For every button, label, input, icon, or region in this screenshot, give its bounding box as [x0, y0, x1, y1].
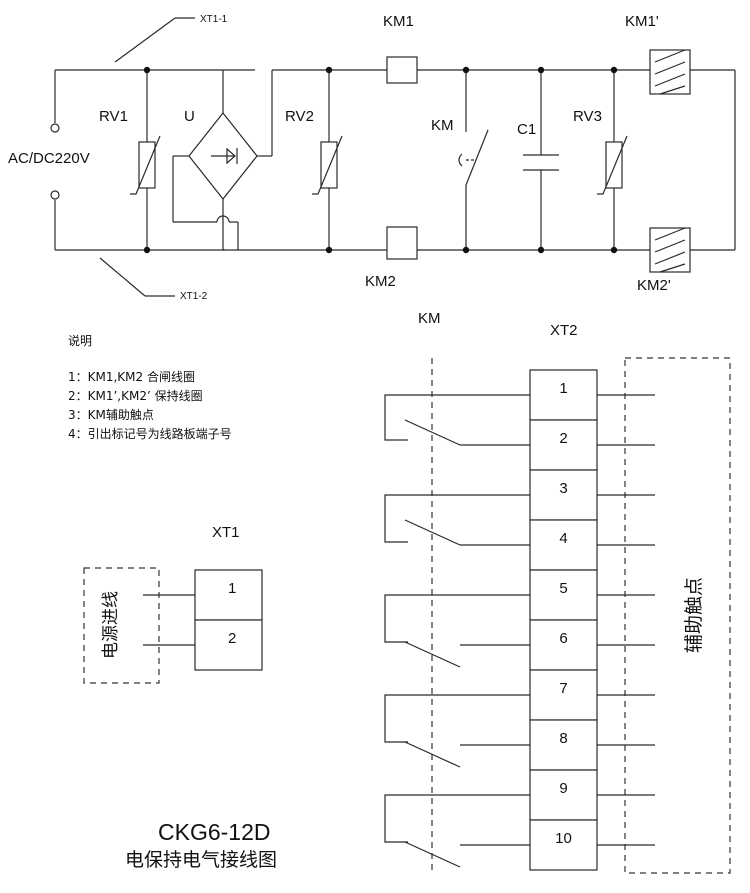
xt2-terminal-label-6: 6	[559, 630, 567, 647]
xt2-terminal-6	[529, 619, 598, 671]
xt2-title: XT2	[550, 322, 578, 339]
xt2-terminal-7	[529, 669, 598, 721]
note-item-2: 2：KM1’,KM2’ 保持线圈	[68, 388, 203, 403]
label-km2p: KM2'	[637, 277, 671, 294]
notes-title: 说明	[68, 333, 92, 348]
main-circuit: XT1-1 XT1-2 KM1 KM1' KM2 KM2' RV1 U RV2 …	[8, 13, 736, 302]
footer-subtitle: 电保持电气接线图	[125, 849, 277, 871]
note-item-4: 4：引出标记号为线路板端子号	[68, 426, 232, 441]
xt2-block: KM XT2 辅助触点 1 2 3 4 5 6 7 8 9 10	[384, 310, 731, 874]
xt2-terminal-label-4: 4	[559, 530, 567, 547]
xt2-group-label: 辅助触点	[683, 577, 705, 653]
xt2-terminal-label-3: 3	[559, 480, 567, 497]
terminal-bottom-icon	[50, 190, 60, 200]
label-u: U	[184, 108, 195, 125]
footer-model: CKG6-12D	[158, 819, 270, 845]
note-item-3: 3：KM辅助触点	[68, 408, 154, 422]
label-rv1: RV1	[99, 108, 128, 125]
xt2-terminal-3	[529, 469, 598, 521]
label-supply: AC/DC220V	[8, 150, 90, 167]
xt2-terminal-label-2: 2	[559, 430, 567, 447]
xt1-title: XT1	[212, 524, 240, 541]
xt1-terminal-2	[194, 619, 263, 671]
label-xt1-1: XT1-1	[200, 14, 228, 25]
label-km2: KM2	[365, 273, 396, 290]
xt2-terminal-label-1: 1	[559, 380, 567, 397]
xt1-terminal-1	[194, 569, 263, 621]
note-item-1: 1：KM1,KM2 合闸线圈	[68, 369, 195, 384]
label-km1: KM1	[383, 13, 414, 30]
xt2-terminal-label-10: 10	[555, 830, 572, 847]
label-km1p: KM1'	[625, 13, 659, 30]
label-rv2: RV2	[285, 108, 314, 125]
xt2-terminal-label-9: 9	[559, 780, 567, 797]
xt1-group-frame	[83, 567, 160, 684]
xt2-terminal-9	[529, 769, 598, 821]
xt1-group-label: 电源进线	[101, 591, 121, 659]
xt2-contacts	[384, 394, 530, 868]
xt2-terminal-label-7: 7	[559, 680, 567, 697]
xt2-km-label: KM	[418, 310, 441, 327]
xt1-terminal-label-2: 2	[228, 630, 236, 647]
label-rv3: RV3	[573, 108, 602, 125]
xt2-terminal-label-8: 8	[559, 730, 567, 747]
xt2-terminal-2	[529, 419, 598, 471]
xt2-terminal-label-5: 5	[559, 580, 567, 597]
km1-coil-icon	[386, 56, 418, 84]
km-contact-icon	[465, 129, 489, 186]
xt2-terminal-5	[529, 569, 598, 621]
km2-coil-icon	[386, 226, 418, 260]
xt1-block: XT1 电源进线 1 2	[83, 524, 263, 684]
xt2-group-frame	[624, 357, 731, 874]
label-km: KM	[431, 117, 454, 134]
notes-block: 说明 1：KM1,KM2 合闸线圈 2：KM1’,KM2’ 保持线圈 3：KM辅…	[68, 333, 232, 441]
xt1-terminal-label-1: 1	[228, 580, 236, 597]
label-c1: C1	[517, 121, 536, 138]
footer-block: CKG6-12D 电保持电气接线图	[125, 819, 277, 871]
xt2-terminal-strip: 1 2 3 4 5 6 7 8 9 10	[529, 369, 655, 871]
xt2-terminal-1	[529, 369, 598, 421]
label-xt1-2: XT1-2	[180, 291, 208, 302]
terminal-top-icon	[50, 123, 60, 133]
